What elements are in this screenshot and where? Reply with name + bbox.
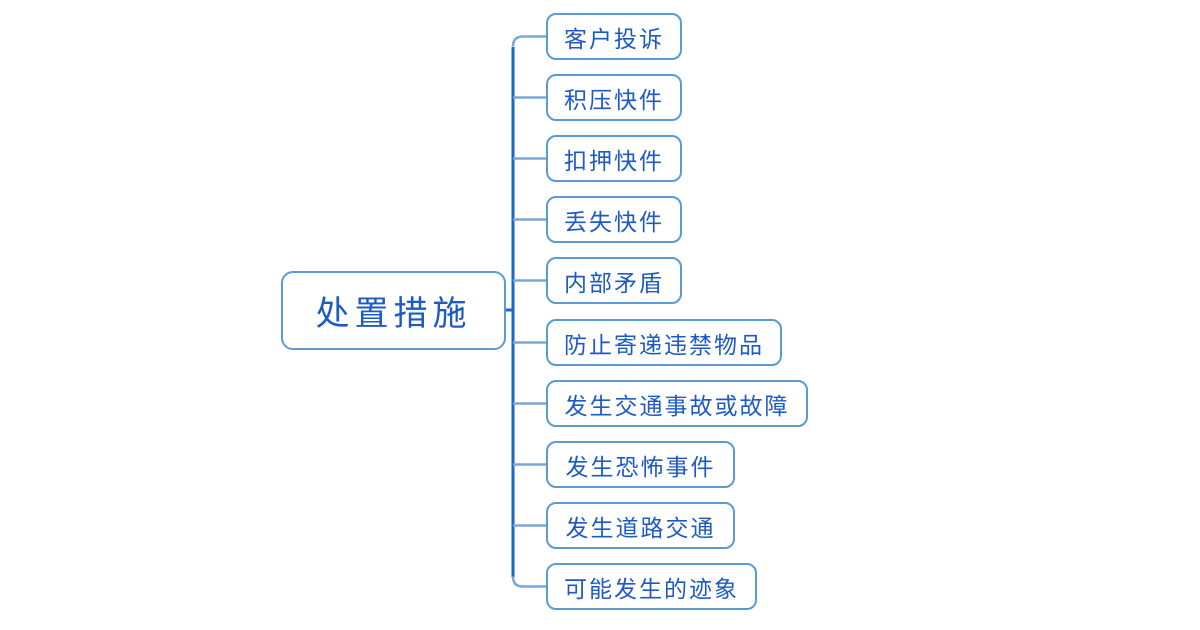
connector <box>511 576 546 588</box>
branch-node-label: 发生交通事故或故障 <box>564 393 790 419</box>
branch-node[interactable]: 发生恐怖事件 <box>546 441 735 488</box>
branch-node[interactable]: 客户投诉 <box>546 13 682 60</box>
branch-node[interactable]: 发生道路交通 <box>546 502 735 549</box>
branch-node[interactable]: 可能发生的迹象 <box>546 563 757 610</box>
connector <box>511 35 546 47</box>
root-node[interactable]: 处置措施 <box>281 271 506 350</box>
branch-node[interactable]: 防止寄递违禁物品 <box>546 319 782 366</box>
branch-node-label: 防止寄递违禁物品 <box>564 332 764 358</box>
branch-node[interactable]: 内部矛盾 <box>546 257 682 304</box>
branch-node-label: 发生恐怖事件 <box>565 454 716 480</box>
branch-node[interactable]: 发生交通事故或故障 <box>546 380 808 427</box>
branch-node[interactable]: 扣押快件 <box>546 135 682 182</box>
branch-node-label: 丢失快件 <box>564 209 664 235</box>
branch-node-label: 扣押快件 <box>564 148 664 174</box>
branch-node[interactable]: 丢失快件 <box>546 196 682 243</box>
branch-node-label: 内部矛盾 <box>564 270 664 296</box>
branch-node-label: 发生道路交通 <box>565 515 716 541</box>
branch-node-label: 客户投诉 <box>564 26 664 52</box>
branch-node-label: 积压快件 <box>564 87 664 113</box>
branch-node[interactable]: 积压快件 <box>546 74 682 121</box>
root-node-label: 处置措施 <box>315 296 472 333</box>
branch-node-label: 可能发生的迹象 <box>564 576 739 602</box>
